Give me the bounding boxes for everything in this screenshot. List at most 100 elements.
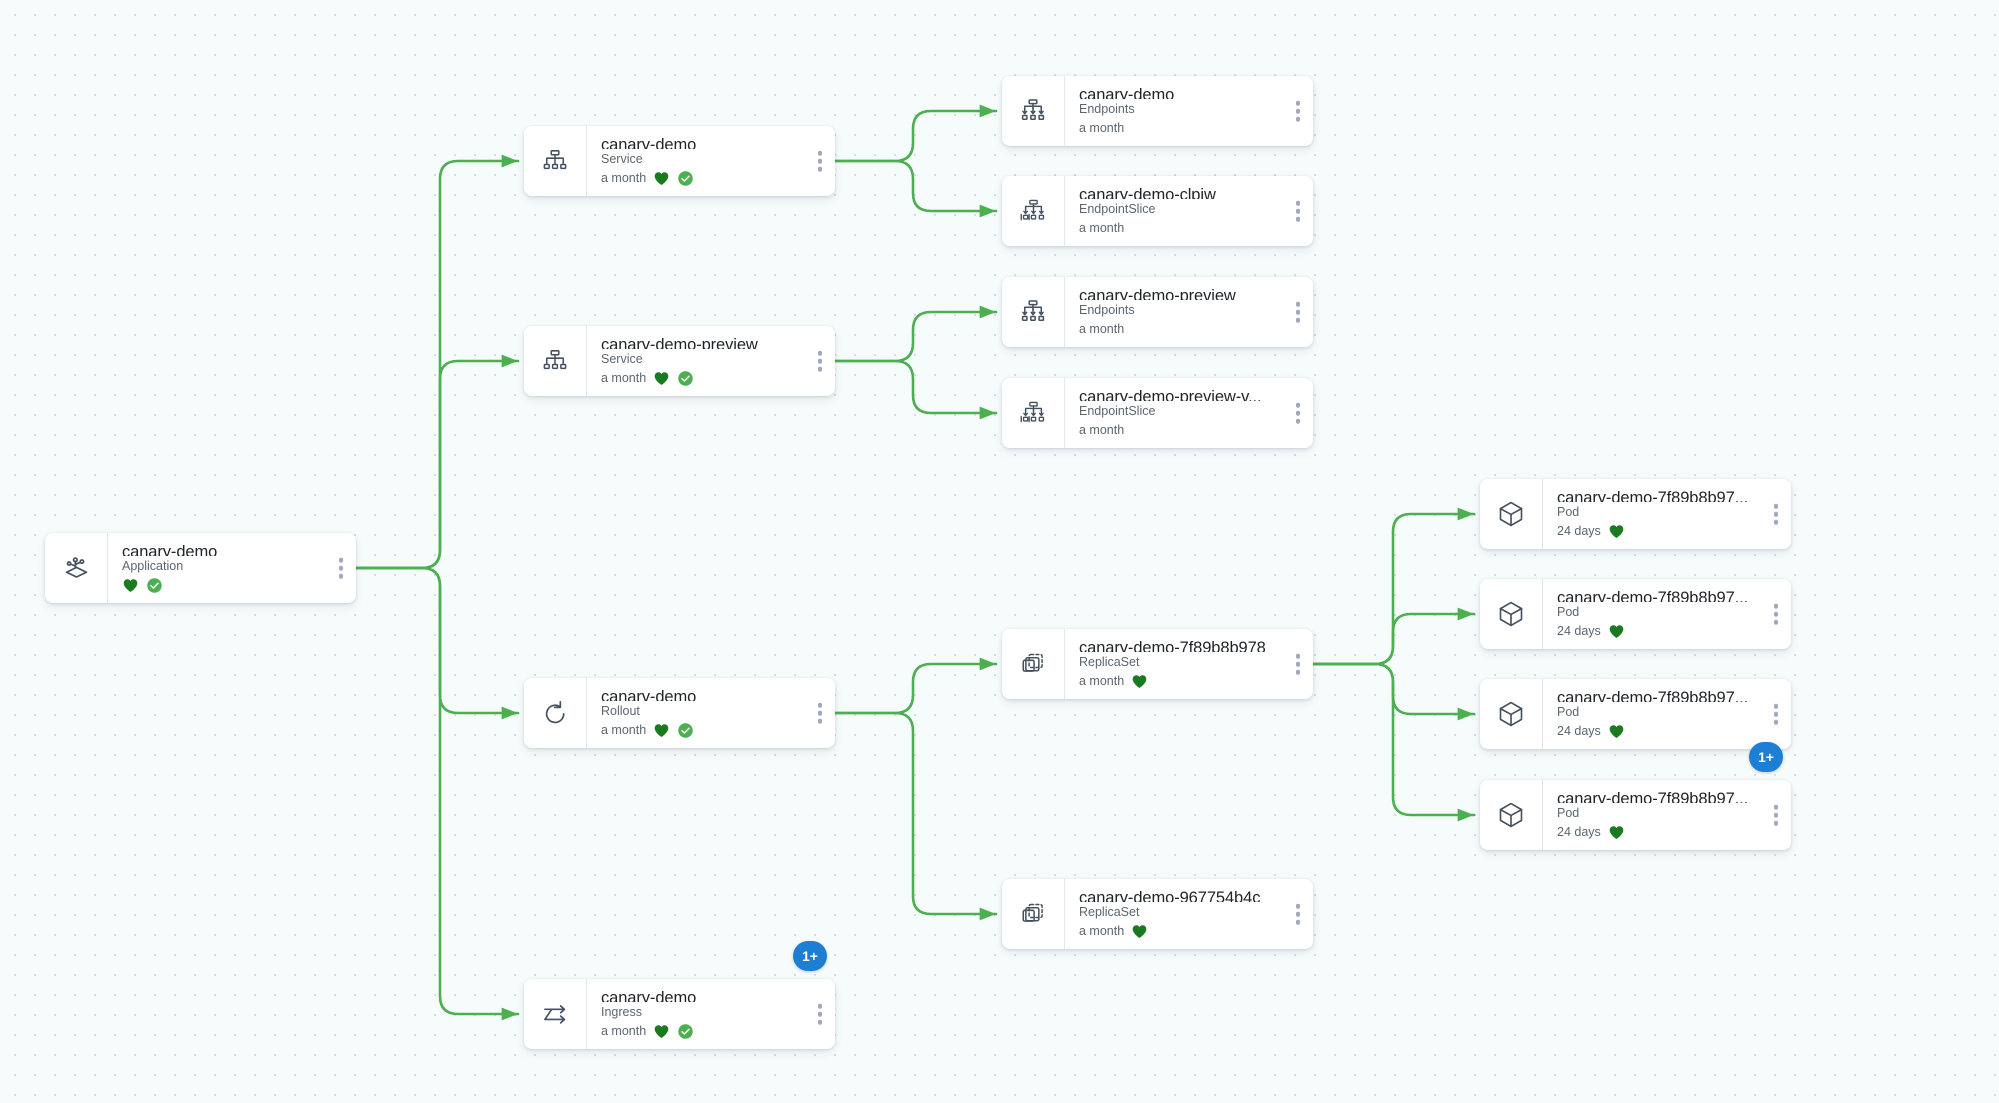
node-age: a month	[1079, 220, 1125, 235]
sync-status-icon	[678, 1024, 693, 1039]
node-menu-button[interactable]	[1773, 703, 1778, 725]
node-menu-button[interactable]	[1295, 402, 1300, 424]
node-footer: a month	[1079, 120, 1303, 138]
endpointslice-icon	[1002, 378, 1064, 448]
sync-status-icon	[678, 371, 693, 386]
edge-service-preview-to-endpoints	[833, 305, 998, 363]
node-kind: Pod	[1557, 704, 1580, 719]
node-footer: a month	[601, 170, 825, 188]
node-menu-button[interactable]	[817, 1003, 822, 1025]
node-menu-button[interactable]	[817, 350, 822, 372]
pod-icon	[1480, 479, 1542, 549]
edge-application-to-service	[354, 154, 520, 570]
node-age: 24 days	[1557, 824, 1601, 839]
node-kind: Endpoints	[1079, 302, 1135, 317]
edge-application-to-ingress	[354, 566, 520, 1021]
node-name: canary-demo	[601, 688, 697, 701]
node-footer: a month	[1079, 220, 1303, 238]
edge-service-to-endpoints	[833, 104, 998, 163]
node-name: canary-demo	[1079, 86, 1175, 99]
node-menu-button[interactable]	[1295, 200, 1300, 222]
node-menu-button[interactable]	[1295, 903, 1300, 925]
health-status-icon	[1132, 924, 1147, 938]
node-name: canary-demo-7f89b8b978	[1079, 639, 1266, 652]
sync-status-icon	[678, 723, 693, 738]
node-age: a month	[1079, 422, 1125, 437]
node-name: canary-demo-7f89b8b97...	[1557, 589, 1749, 602]
edge-rollout-to-replicaset-7f89b8b978	[833, 657, 998, 715]
node-footer: 24 days	[1557, 523, 1781, 541]
node-kind: ReplicaSet	[1079, 654, 1140, 669]
node-age: 24 days	[1557, 623, 1601, 638]
pod-icon	[1480, 780, 1542, 850]
child-count-badge[interactable]: 1+	[793, 941, 827, 971]
health-status-icon	[654, 1024, 669, 1038]
node-name: canary-demo	[601, 989, 697, 1002]
replicaset-icon	[1002, 879, 1064, 949]
node-kind: ReplicaSet	[1079, 904, 1140, 919]
node-menu-button[interactable]	[1773, 503, 1778, 525]
node-menu-button[interactable]	[1295, 653, 1300, 675]
node-footer: a month	[601, 722, 825, 740]
node-menu-button[interactable]	[1295, 301, 1300, 323]
node-name: canary-demo-967754b4c	[1079, 889, 1261, 902]
node-age: a month	[1079, 321, 1125, 336]
node-age: a month	[601, 1023, 647, 1038]
node-menu-button[interactable]	[1773, 603, 1778, 625]
ingress-icon	[524, 979, 586, 1049]
service-icon	[524, 126, 586, 196]
node-menu-button[interactable]	[1773, 804, 1778, 826]
node-footer: a month	[601, 370, 825, 388]
node-name: canary-demo-7f89b8b97...	[1557, 689, 1749, 702]
node-age: a month	[1079, 120, 1125, 135]
health-status-icon	[654, 723, 669, 737]
node-kind: Ingress	[601, 1004, 642, 1019]
node-kind: Endpoints	[1079, 101, 1135, 116]
node-kind: Service	[601, 351, 643, 366]
node-age: a month	[1079, 923, 1125, 938]
sync-status-icon	[678, 171, 693, 186]
health-status-icon	[1609, 624, 1624, 638]
edge-service-preview-to-endpointslice	[833, 359, 998, 420]
edge-application-to-rollout	[354, 566, 520, 720]
node-kind: Pod	[1557, 504, 1580, 519]
health-status-icon	[1132, 674, 1147, 688]
resource-node-pod-3[interactable]: canary-demo-7f89b8b97... Pod 24 days	[1480, 679, 1791, 749]
node-menu-button[interactable]	[1295, 100, 1300, 122]
sync-status-icon	[147, 578, 162, 593]
child-count-badge[interactable]: 1+	[1749, 742, 1783, 772]
edge-rollout-to-replicaset-967754b4c	[833, 711, 998, 921]
node-menu-button[interactable]	[817, 702, 822, 724]
node-menu-button[interactable]	[817, 150, 822, 172]
node-age: 24 days	[1557, 723, 1601, 738]
node-menu-button[interactable]	[338, 557, 343, 579]
node-footer: 24 days	[1557, 723, 1781, 741]
node-footer: a month	[1079, 923, 1303, 941]
node-footer: 24 days	[1557, 623, 1781, 641]
health-status-icon	[654, 371, 669, 385]
node-name: canary-demo	[601, 136, 697, 149]
